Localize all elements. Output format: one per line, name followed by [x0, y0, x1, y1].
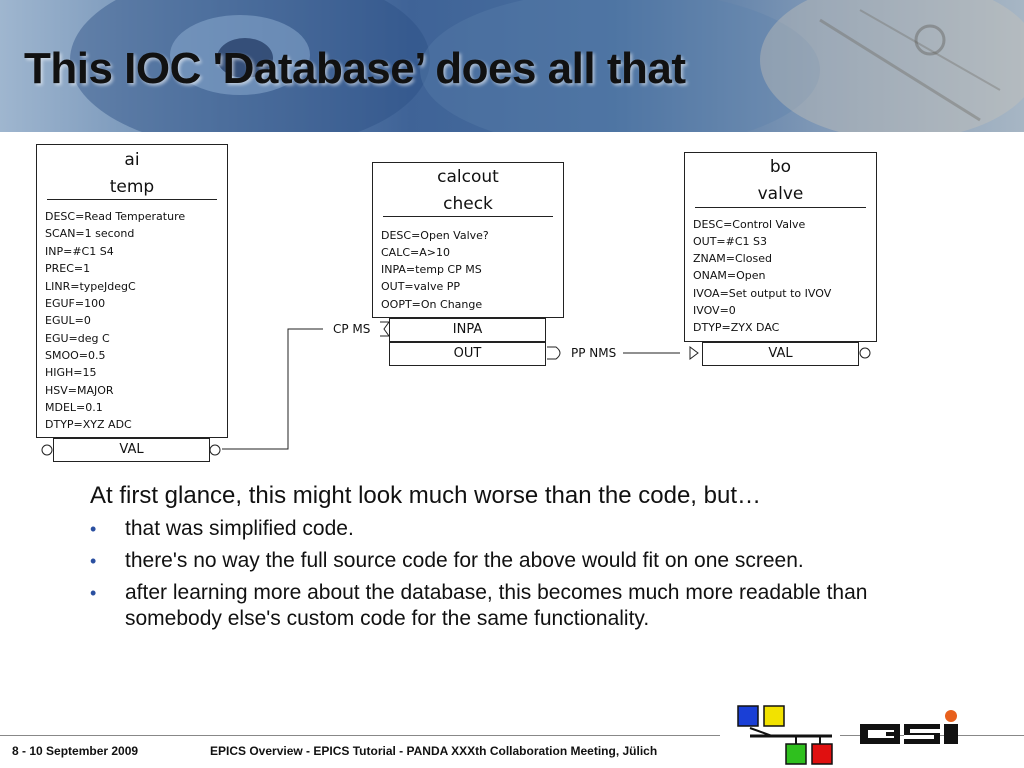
calcout-title-separator	[383, 216, 553, 217]
bullet-text: there's no way the full source code for …	[125, 549, 804, 572]
out-output-marker	[547, 346, 561, 360]
ai-record-box: ai temp DESC=Read Temperature SCAN=1 sec…	[36, 144, 228, 438]
calcout-record-type: calcout	[437, 167, 499, 187]
link-label-pp-nms: PP NMS	[571, 346, 617, 360]
bullet-item: • after learning more about the database,…	[90, 580, 950, 632]
ai-field: HSV=MAJOR	[45, 384, 114, 397]
ai-field: EGUL=0	[45, 314, 91, 327]
ai-title-separator	[47, 199, 217, 200]
bo-record-name: valve	[757, 184, 804, 204]
bullet-dot-icon: •	[90, 519, 97, 539]
bullet-dot-icon: •	[90, 583, 97, 603]
bo-title-separator	[695, 207, 866, 208]
bo-field: IVOA=Set output to IVOV	[693, 287, 832, 300]
network-node-red	[811, 743, 833, 765]
bo-field: ONAM=Open	[693, 269, 766, 282]
banner-background-image	[70, 0, 1024, 132]
ai-field: DESC=Read Temperature	[45, 210, 186, 223]
bo-field: DTYP=ZYX DAC	[693, 321, 780, 334]
ai-field: HIGH=15	[45, 366, 97, 379]
footer-title: EPICS Overview - EPICS Tutorial - PANDA …	[210, 744, 658, 758]
ai-field: EGU=deg C	[45, 332, 110, 345]
ai-val-port: VAL	[53, 438, 210, 462]
bullet-text: after learning more about the database, …	[125, 581, 868, 630]
bo-val-port: VAL	[702, 342, 859, 366]
header-banner: This IOC 'Database’ does all that	[0, 0, 1024, 132]
ai-field: DTYP=XYZ ADC	[45, 418, 132, 431]
network-logo	[737, 705, 833, 765]
bo-record-box: bo valve DESC=Control Valve OUT=#C1 S3 Z…	[684, 152, 877, 342]
calcout-field: CALC=A>10	[381, 246, 450, 259]
ai-val-right-circle	[209, 444, 221, 456]
bullet-list: • that was simplified code. • there's no w…	[90, 516, 950, 632]
calcout-inpa-port: INPA	[389, 318, 546, 342]
bo-field: IVOV=0	[693, 304, 736, 317]
calcout-field: DESC=Open Valve?	[381, 229, 489, 242]
bullet-item: • that was simplified code.	[90, 516, 950, 542]
ai-val-left-circle	[41, 444, 53, 456]
bo-val-input-marker	[689, 346, 699, 360]
bo-record-type: bo	[769, 157, 792, 177]
bullet-text: that was simplified code.	[125, 517, 354, 540]
link-temp-to-inpa	[222, 328, 323, 450]
ai-field: MDEL=0.1	[45, 401, 103, 414]
calcout-field: OOPT=On Change	[381, 298, 483, 311]
calcout-field: OUT=valve PP	[381, 280, 460, 293]
bo-field: DESC=Control Valve	[693, 218, 806, 231]
ai-field: PREC=1	[45, 262, 91, 275]
bo-field: ZNAM=Closed	[693, 252, 772, 265]
calcout-record-box: calcout check DESC=Open Valve? CALC=A>10…	[372, 162, 564, 318]
ai-record-type: ai	[124, 150, 140, 170]
network-node-green	[785, 743, 807, 765]
bo-val-right-circle	[859, 347, 871, 359]
bo-field: OUT=#C1 S3	[693, 235, 768, 248]
ai-field: INP=#C1 S4	[45, 245, 114, 258]
body-intro: At first glance, this might look much wo…	[90, 482, 761, 509]
network-node-yellow	[763, 705, 785, 727]
ai-field: LINR=typeJdegC	[45, 280, 136, 293]
link-label-cp-ms: CP MS	[333, 322, 371, 336]
slide-body: At first glance, this might look much wo…	[90, 482, 950, 638]
ai-field: SCAN=1 second	[45, 227, 135, 240]
footer-divider	[0, 735, 720, 736]
diagram-links	[41, 321, 871, 456]
ai-field: SMOO=0.5	[45, 349, 106, 362]
network-node-blue	[737, 705, 759, 727]
inpa-input-marker	[380, 321, 390, 337]
bullet-item: • there's no way the full source code for…	[90, 548, 950, 574]
ai-field: EGUF=100	[45, 297, 106, 310]
slide-title: This IOC 'Database’ does all that	[24, 44, 686, 93]
bullet-dot-icon: •	[90, 551, 97, 571]
footer-date: 8 - 10 September 2009	[12, 744, 139, 758]
gsi-logo-dot	[945, 710, 957, 722]
ai-record-name: temp	[109, 177, 155, 197]
calcout-record-name: check	[443, 194, 493, 214]
calcout-out-port: OUT	[389, 342, 546, 366]
calcout-field: INPA=temp CP MS	[381, 263, 482, 276]
gsi-logo	[860, 710, 958, 744]
